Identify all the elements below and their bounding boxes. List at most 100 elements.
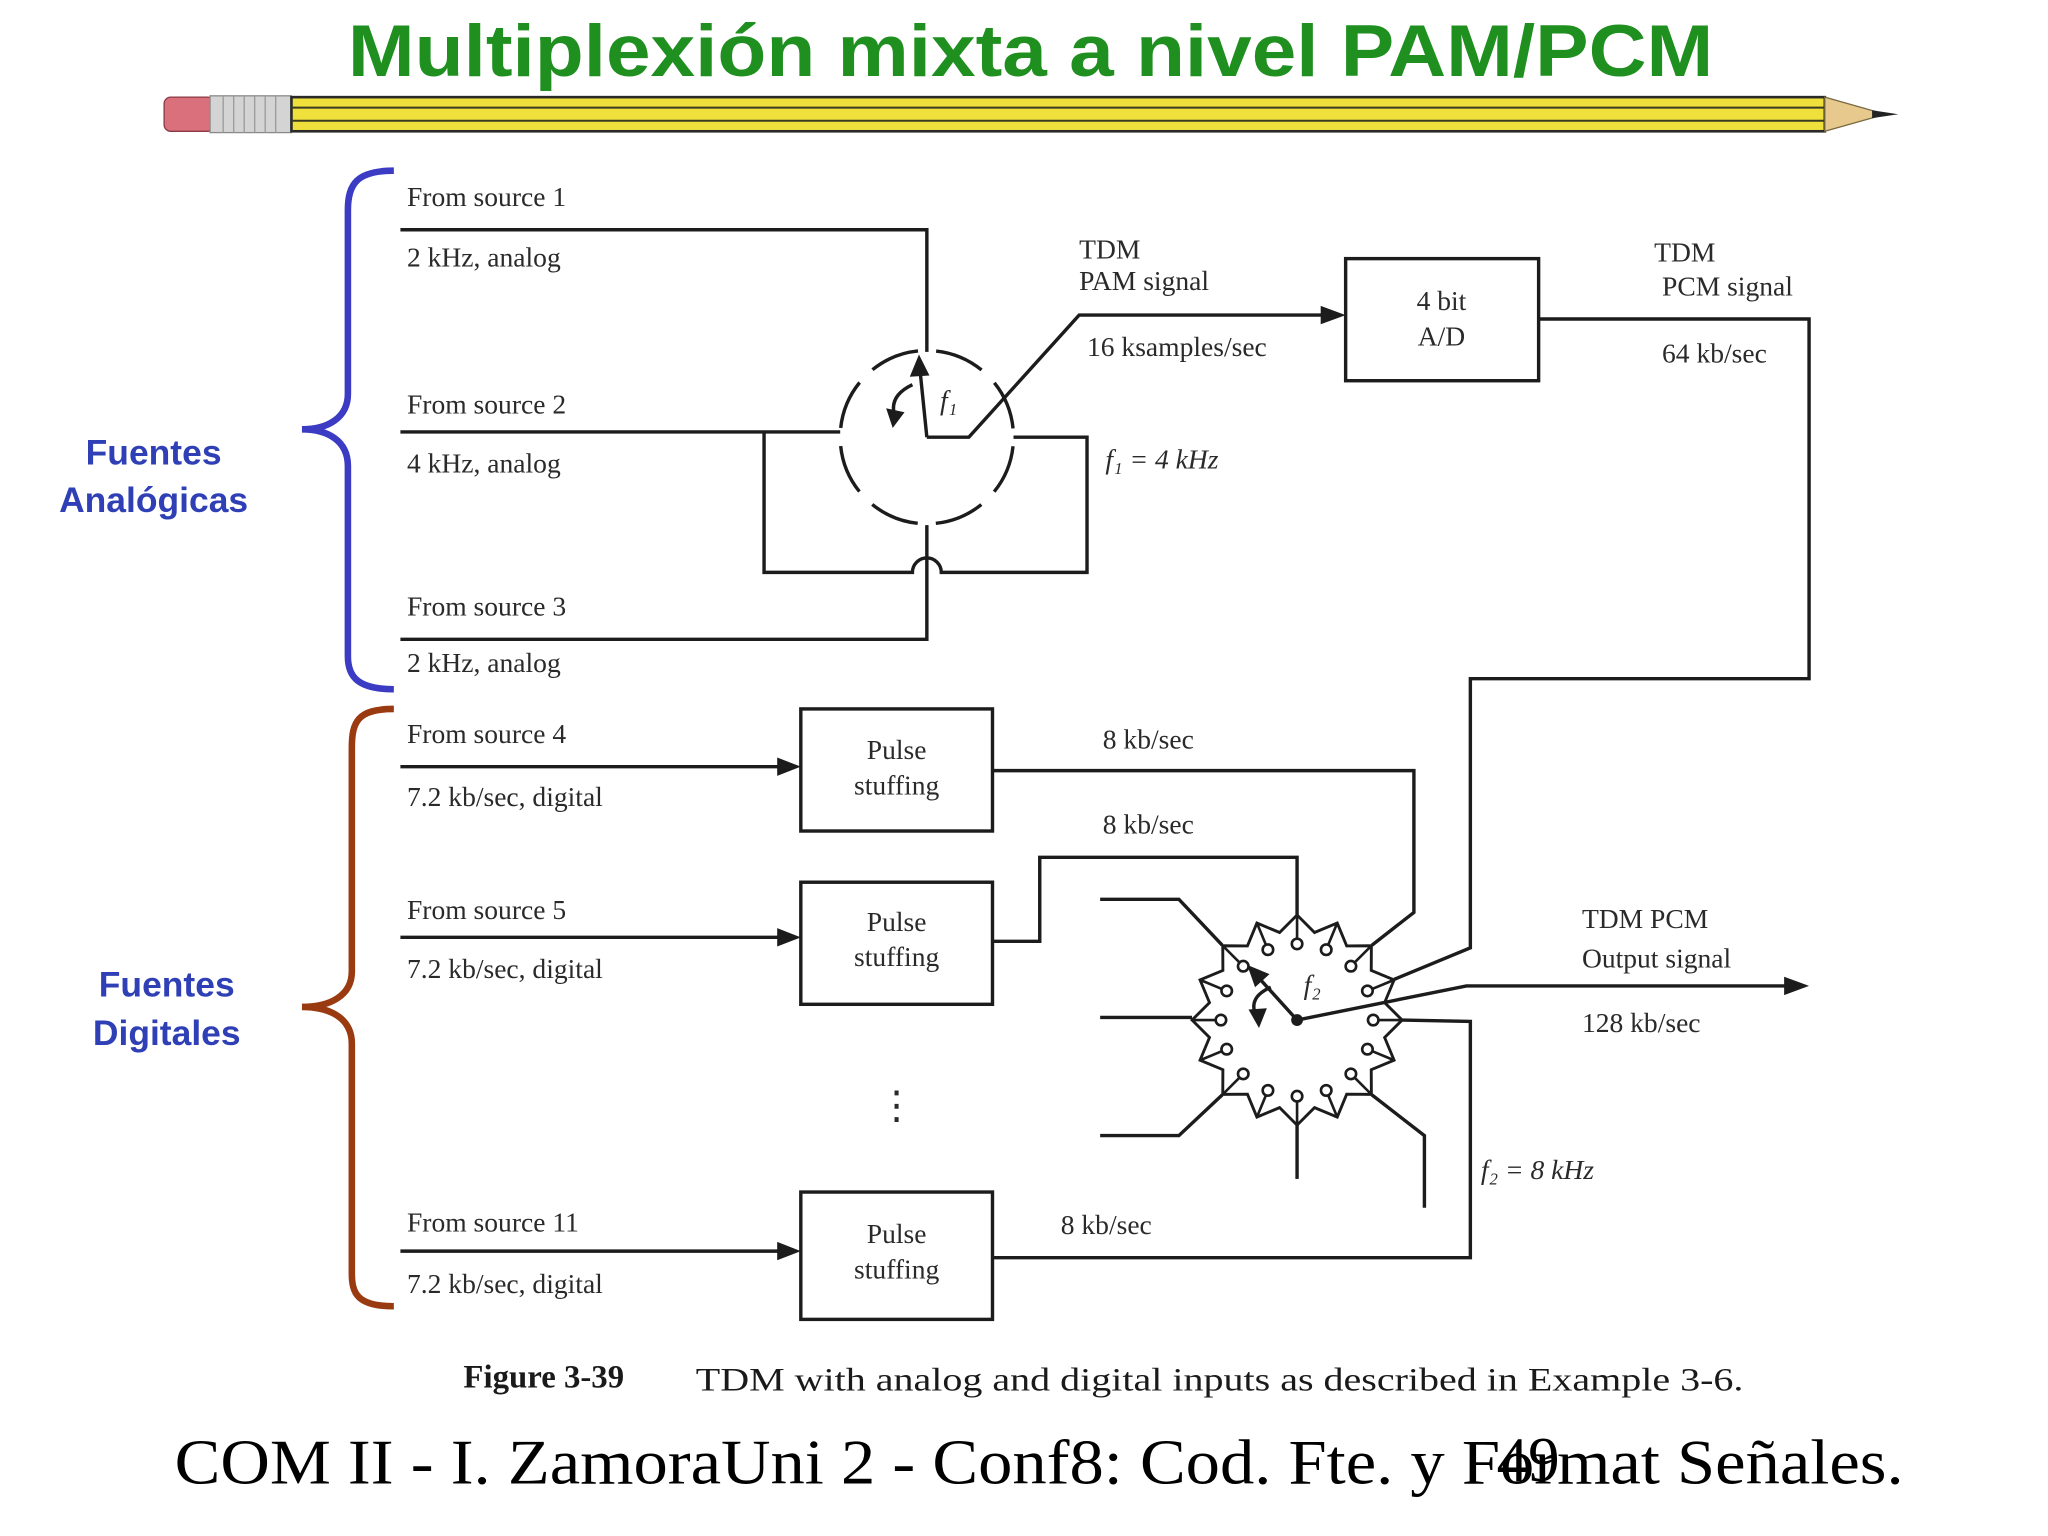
source-4-label: From source 4 (407, 718, 566, 749)
pcm-signal-label-line2: PCM signal (1662, 270, 1793, 301)
commutator-2-contact (1344, 959, 1358, 973)
pencil-body (290, 95, 1827, 133)
pencil-graphite-tip (1872, 110, 1899, 119)
source-11-spec: 7.2 kb/sec, digital (407, 1268, 603, 1299)
analog-group-label-line1: Fuentes (86, 433, 222, 473)
commutator-2-contact (1366, 1013, 1380, 1027)
source-5-output-rate: 8 kb/sec (1103, 809, 1194, 840)
source-4-output-rate: 8 kb/sec (1103, 723, 1194, 754)
pulse-stuffing-2-line1: Pulse (867, 906, 927, 937)
commutator-2-contact-stem (1221, 1076, 1241, 1096)
output-rate: 128 kb/sec (1582, 1007, 1701, 1038)
commutator-1-arm (918, 372, 929, 438)
pam-signal-rate: 16 ksamples/sec (1087, 331, 1267, 362)
source-2-label: From source 2 (407, 389, 566, 420)
pencil-eraser (163, 96, 215, 132)
commutator-2-contact (1319, 943, 1333, 957)
commutator-2-contact-stem (1353, 944, 1373, 964)
pam-output-arrowhead (1320, 305, 1346, 325)
commutator-2-contact-stem (1199, 978, 1223, 991)
commutator-2-contact-stem (1221, 944, 1241, 964)
pulse-stuffing-block-1 (799, 707, 995, 833)
commutator-2-contact-stem (1371, 1049, 1395, 1062)
pam-output-wire (926, 313, 1324, 439)
pencil-divider (163, 95, 1899, 134)
commutator-2-contact (1360, 984, 1374, 998)
slide-page-number: 49 (1497, 1425, 1560, 1495)
source-2-spec: 4 kHz, analog (407, 448, 561, 479)
pulse-stuffing-2-line2: stuffing (854, 941, 939, 972)
source-3-label: From source 3 (407, 591, 566, 622)
pcm-signal-rate: 64 kb/sec (1662, 337, 1767, 368)
source-4-output-wire (992, 768, 1416, 947)
source-5-spec: 7.2 kb/sec, digital (407, 953, 603, 984)
commutator-2-contact (1236, 1067, 1250, 1081)
commutator-2-contact (1290, 1089, 1304, 1103)
source-3-spec: 2 kHz, analog (407, 647, 561, 678)
pulse-stuffing-block-2 (799, 880, 995, 1007)
slide-title: Multiplexión mixta a nivel PAM/PCM (348, 9, 1713, 92)
pulse-stuffing-1-line1: Pulse (867, 734, 927, 765)
pam-signal-label-line1: TDM (1079, 234, 1140, 265)
commutator-2-frequency: f₂ = 8 kHz (1481, 1154, 1594, 1185)
source-11-output-wire (992, 1018, 1473, 1260)
tdm-pcm-output-wire (1296, 984, 1786, 1022)
commutator-1-label: f₁ (940, 385, 957, 416)
tdm-pcm-output-arrowhead (1784, 976, 1810, 996)
commutator-1-frequency: f₁ = 4 kHz (1105, 444, 1218, 475)
source-11-output-rate: 8 kb/sec (1061, 1209, 1152, 1240)
commutator-2-contact (1261, 943, 1275, 957)
pulse-stuffing-block-3 (799, 1190, 995, 1322)
pulse-stuffing-3-line1: Pulse (867, 1218, 927, 1249)
source-4-spec: 7.2 kb/sec, digital (407, 781, 603, 812)
commutator-2-contact (1319, 1083, 1333, 1097)
pulse-stuffing-3-line2: stuffing (854, 1254, 939, 1285)
commutator-2-contact-stem (1326, 922, 1339, 946)
commutator-2-arm (1257, 976, 1299, 1022)
commutator-1-rotation-arrowhead (886, 408, 905, 428)
pam-signal-label-line2: PAM signal (1079, 265, 1209, 296)
source-11-input-arrowhead (777, 1241, 801, 1261)
output-label-line1: TDM PCM (1582, 903, 1708, 934)
commutator-2-contact (1344, 1067, 1358, 1081)
source-1-wire (400, 228, 929, 352)
commutator-2-contact-stem (1353, 1076, 1373, 1096)
commutator-2-contact (1214, 1013, 1228, 1027)
commutator-2-contact (1236, 959, 1250, 973)
pcm-signal-label-line1: TDM (1654, 236, 1715, 267)
pencil-wood-tip (1824, 96, 1888, 133)
pencil-ferrule-ridges (222, 95, 277, 133)
slide-footer: COM II - I. ZamoraUni 2 - Conf8: Cod. Ft… (175, 1427, 1904, 1497)
source-11-label: From source 11 (407, 1206, 579, 1237)
commutator-2-input-wire (1100, 1093, 1224, 1138)
commutator-2-contact (1220, 1042, 1234, 1056)
source-5-input-arrowhead (777, 928, 801, 947)
commutator-1-arm-arrowhead (909, 354, 930, 377)
output-label-line2: Output signal (1582, 943, 1732, 974)
digital-group-label-line1: Fuentes (99, 964, 235, 1004)
commutator-2-contact-stem (1326, 1094, 1339, 1118)
commutator-2-contact (1220, 984, 1234, 998)
commutator-2-label: f₂ (1304, 969, 1321, 1000)
commutator-2-contact (1290, 937, 1304, 951)
commutator-1: f₁ (838, 305, 1346, 526)
commutator-2-arm-arrowhead (1247, 964, 1270, 988)
commutator-2 (1189, 912, 1405, 1128)
source-1-spec: 2 kHz, analog (407, 242, 561, 273)
adc-label-line1: 4 bit (1417, 285, 1467, 316)
source-1-label: From source 1 (407, 181, 566, 212)
figure-number: Figure 3-39 (463, 1360, 624, 1396)
commutator-2-contact-stem (1255, 1094, 1268, 1118)
figure-caption: TDM with analog and digital inputs as de… (696, 1362, 1744, 1398)
digital-sources-brace (301, 705, 394, 1310)
commutator-2-contact (1360, 1042, 1374, 1056)
pulse-stuffing-1-line2: stuffing (854, 769, 939, 800)
commutator-2-contact-stem (1199, 1049, 1223, 1062)
commutator-2-rotation-arrowhead (1248, 1008, 1267, 1028)
analog-group-label-line2: Analógicas (59, 480, 248, 520)
source-4-input-arrowhead (777, 757, 801, 776)
source-5-label: From source 5 (407, 894, 566, 925)
adc-block (1343, 256, 1541, 383)
source-5-output-wire (992, 855, 1299, 943)
